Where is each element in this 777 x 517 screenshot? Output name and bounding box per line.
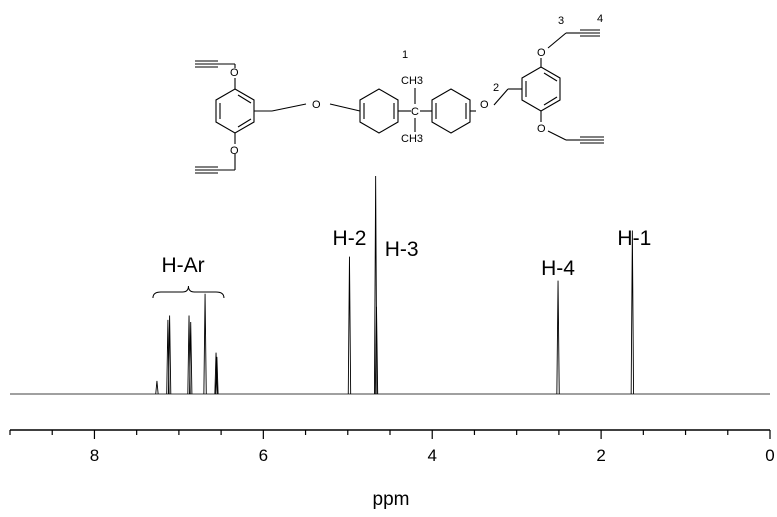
spectrum-peak: [215, 356, 219, 395]
oxygen-label: O: [230, 145, 239, 157]
oxygen-label: O: [312, 99, 321, 111]
locant-3-label: 3: [558, 15, 564, 27]
chemical-structure: [195, 29, 604, 174]
locant-2-label: 2: [493, 82, 499, 94]
peak-label: H-3: [385, 238, 419, 261]
locant-1-label: 1: [402, 49, 408, 61]
oxygen-label: O: [537, 123, 546, 135]
benzene-ring-left-aryl: [215, 88, 255, 134]
x-tick-label: 0: [765, 446, 774, 465]
peak-label: H-Ar: [162, 254, 205, 277]
spectrum-peak: [155, 380, 159, 395]
carbon-label: C: [411, 106, 419, 118]
methyl-label: CH3: [401, 133, 423, 145]
peak-label: H-2: [333, 227, 367, 250]
spectrum-peak: [167, 315, 172, 395]
peak-label: H-1: [617, 227, 651, 250]
spectrum-peak: [203, 293, 207, 395]
locant-4-label: 4: [597, 13, 603, 25]
spectrum-peak: [214, 352, 218, 395]
spectrum-peaks: [155, 175, 635, 395]
x-axis-title: ppm: [373, 489, 410, 510]
spectrum-peak: [374, 306, 379, 395]
x-tick-label: 8: [90, 446, 99, 465]
x-axis-ticks: 8 6 4 2 0: [9, 430, 775, 465]
spectrum-peak: [556, 280, 560, 395]
spectrum-peak: [630, 230, 635, 395]
benzene-ring-right-aryl: [521, 66, 561, 112]
x-tick-label: 2: [596, 446, 605, 465]
x-tick-label: 4: [427, 446, 436, 465]
methyl-label: CH3: [401, 75, 423, 87]
oxygen-label: O: [537, 47, 546, 59]
peak-annotations: H-Ar H-2 H-3H-4 H-1: [152, 227, 651, 299]
chemical-structure-labels: O O O C CH3 CH3 O O O 1 2 3 4: [230, 13, 603, 157]
peak-label: H-4: [541, 257, 575, 280]
oxygen-label: O: [230, 67, 239, 79]
x-tick-label: 6: [259, 446, 268, 465]
spectrum-peak: [189, 322, 193, 395]
oxygen-label: O: [480, 99, 489, 111]
spectrum-peak: [347, 256, 352, 395]
h-ar-bracket: [152, 285, 225, 299]
benzene-ring-left-phenol: [359, 88, 399, 134]
benzene-ring-right-phenol: [431, 88, 471, 134]
